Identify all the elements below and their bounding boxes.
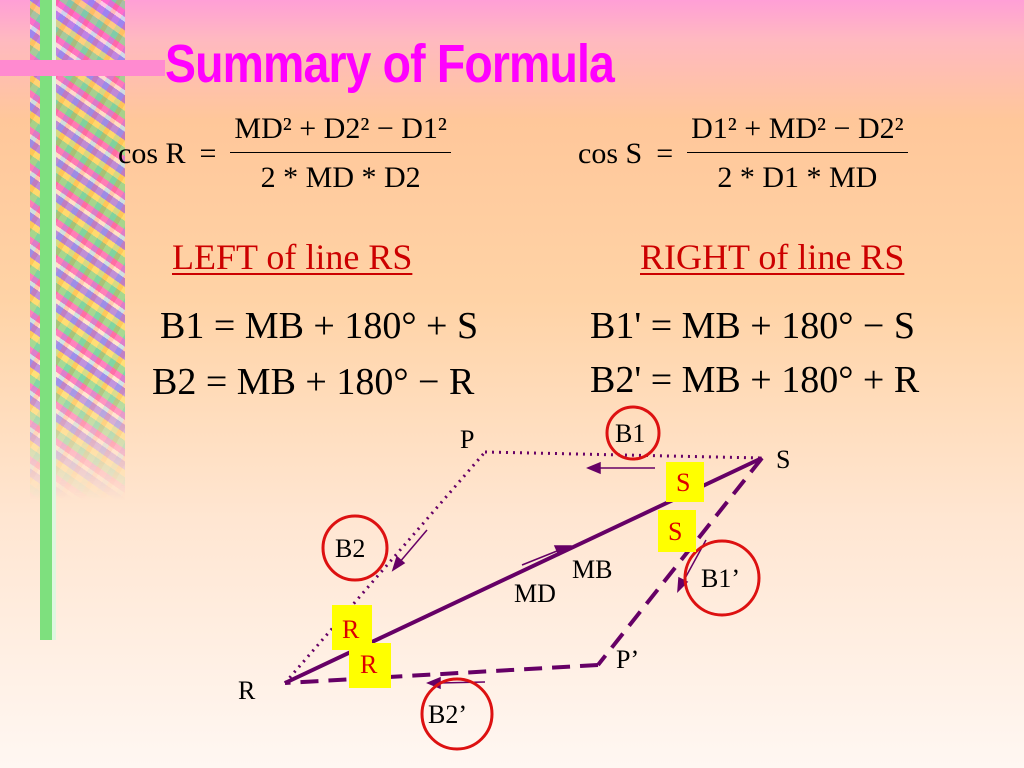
point-p-prime-label: P’	[616, 645, 639, 674]
vertical-accent-highlight	[52, 0, 56, 640]
point-s-label: S	[776, 445, 790, 474]
bearing-b1-prime-label: B1’	[701, 564, 740, 593]
bearing-b2-prime-label: B2’	[428, 700, 467, 729]
angle-r-bottom-text: R	[360, 650, 378, 679]
formula-cos-s-equals: =	[656, 136, 674, 170]
formula-cos-r-numerator: MD² + D2² − D1²	[230, 112, 451, 153]
left-heading: LEFT of line RS	[172, 237, 413, 277]
right-b1-equation: B1' = MB + 180° − S	[590, 305, 915, 347]
formula-cos-r: cos R = MD² + D2² − D1² 2 * MD * D2	[118, 112, 451, 195]
formula-cos-r-fraction: MD² + D2² − D1² 2 * MD * D2	[230, 112, 451, 195]
vertical-accent-bar	[40, 0, 55, 640]
angle-box-r-bottom	[349, 643, 391, 688]
b2-circle	[321, 514, 389, 582]
b2-prime-circle	[420, 677, 494, 751]
md-label: MD	[514, 579, 556, 608]
formula-cos-r-denominator: 2 * MD * D2	[260, 161, 421, 194]
angle-r-top-text: R	[342, 615, 360, 644]
arrow-b2-direction	[391, 529, 428, 572]
horizontal-accent-bar	[0, 60, 165, 76]
arrow-mb-direction	[521, 545, 573, 566]
left-b2-equation: B2 = MB + 180° − R	[152, 361, 475, 403]
angle-s-bottom-text: S	[668, 517, 682, 546]
line-pprime-r	[284, 663, 599, 685]
line-s-pprime	[596, 456, 764, 667]
angle-box-s-bottom	[658, 510, 696, 552]
formula-cos-r-equals: =	[199, 136, 217, 170]
angle-box-s-top	[666, 462, 704, 502]
right-b2-equation: B2' = MB + 180° + R	[590, 359, 920, 401]
point-r-label: R	[238, 676, 256, 705]
bearing-b1-label: B1	[615, 419, 645, 448]
formula-cos-s-fraction: D1² + MD² − D2² 2 * D1 * MD	[687, 112, 908, 195]
formula-cos-s-numerator: D1² + MD² − D2²	[687, 112, 908, 153]
left-b1-equation: B1 = MB + 180° + S	[160, 305, 479, 347]
point-p-label: P	[460, 425, 474, 454]
bearing-b2-label: B2	[335, 534, 365, 563]
angle-box-r-top	[332, 605, 372, 650]
formula-cos-s: cos S = D1² + MD² − D2² 2 * D1 * MD	[578, 112, 908, 195]
formula-cos-r-lhs: cos R	[118, 136, 186, 170]
arrow-b1-direction	[586, 461, 655, 475]
line-rp	[283, 451, 487, 684]
right-heading: RIGHT of line RS	[640, 237, 905, 277]
angle-s-top-text: S	[676, 468, 690, 497]
formula-cos-s-lhs: cos S	[578, 136, 643, 170]
b1-circle	[605, 405, 661, 461]
slide-title: Summary of Formula	[165, 34, 615, 94]
b1-prime-circle	[683, 539, 761, 617]
mb-label: MB	[572, 555, 612, 584]
formula-cos-s-denominator: 2 * D1 * MD	[717, 161, 878, 194]
